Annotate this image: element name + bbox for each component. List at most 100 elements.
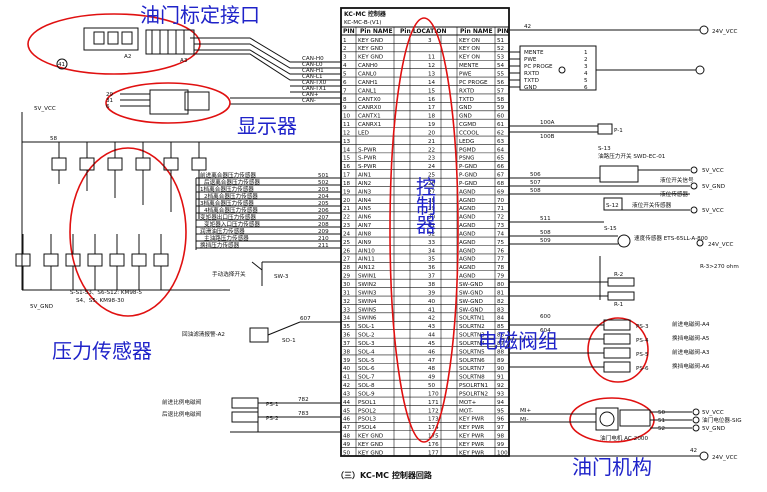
right-pin-name: RXTD bbox=[459, 88, 474, 94]
right-pin-name: SOLRTN1 bbox=[459, 316, 485, 322]
pin-location: 49 bbox=[428, 375, 436, 381]
ps-label: PS-6 bbox=[636, 366, 649, 372]
pin-location: 44 bbox=[428, 333, 436, 339]
right-pin-number: 78 bbox=[497, 265, 505, 271]
right-pin-name: PSNG bbox=[459, 156, 474, 162]
ps-label: PS-3 bbox=[636, 324, 649, 330]
pin-location: 28 bbox=[428, 198, 436, 204]
pin-location: 173 bbox=[428, 417, 439, 423]
solenoid-valve bbox=[603, 347, 631, 359]
right-pin-name: SOLRTN5 bbox=[459, 349, 485, 355]
ps-label: PS-5 bbox=[636, 352, 649, 358]
pin-location: 39 bbox=[428, 290, 436, 296]
sensor-wire-num: 205 bbox=[318, 201, 329, 207]
right-pin-name: P-GND bbox=[459, 164, 477, 170]
s12-desc: 液位开关传感器 bbox=[632, 201, 672, 209]
pin-location: 26 bbox=[428, 181, 436, 187]
s13-gnd: 5V_GND bbox=[702, 184, 725, 190]
mot-label-2: MI- bbox=[520, 417, 529, 423]
right-pin-number: 89 bbox=[497, 358, 505, 364]
sensor-wire-num: 210 bbox=[318, 236, 329, 242]
left-pin-name: S-PWR bbox=[358, 147, 376, 153]
ps-desc: 换挡电磁阀-A5 bbox=[672, 334, 710, 342]
right-pin-number: 71 bbox=[497, 206, 505, 212]
s13-side-1: 液位传感器 bbox=[660, 190, 688, 198]
can-label: CAN-TX1 bbox=[302, 86, 327, 92]
p1-num-b: 100B bbox=[540, 134, 555, 140]
left-pin-name: CANH1 bbox=[358, 80, 378, 86]
left-pin-number: 20 bbox=[343, 198, 351, 204]
left-pin-name: KEY GND bbox=[358, 434, 383, 440]
right-pin-name: MOT+ bbox=[459, 400, 477, 406]
mot-num-3: 52 bbox=[658, 426, 665, 432]
can-label: CAN+ bbox=[302, 92, 319, 98]
sensor-wire-num: 203 bbox=[318, 187, 329, 193]
left-pin-name: SOL-6 bbox=[358, 366, 375, 372]
pin-location: 15 bbox=[428, 88, 436, 94]
r3-label: R-3>270 ohm bbox=[700, 264, 739, 270]
left-pin-name: AIN5 bbox=[358, 206, 372, 212]
right-pin-name: KEY PWR bbox=[459, 450, 484, 456]
serial-pin-name: PC PROGE bbox=[524, 64, 553, 70]
right-pin-number: 96 bbox=[497, 417, 505, 423]
sensor-wire-num: 502 bbox=[318, 180, 329, 186]
solenoid-valve bbox=[603, 319, 631, 331]
left-pin-name: AIN7 bbox=[358, 223, 372, 229]
right-pin-name: LEDG bbox=[459, 139, 474, 145]
right-pin-number: 72 bbox=[497, 215, 504, 221]
mot-right-1: 5V_VCC bbox=[702, 410, 724, 416]
left-pin-name: CANL1 bbox=[358, 88, 377, 94]
right-pin-number: 98 bbox=[497, 434, 505, 440]
right-pin-name: GND bbox=[459, 105, 472, 111]
left-pin-name: CANRX1 bbox=[358, 122, 382, 128]
right-pin-number: 51 bbox=[497, 38, 505, 44]
pin-location: 41 bbox=[428, 307, 436, 313]
left-pin-name: SWIN3 bbox=[358, 290, 377, 296]
pin-location: 22 bbox=[428, 147, 435, 153]
right-pin-name: TXTD bbox=[458, 97, 474, 103]
col-header-pin-left: PIN bbox=[343, 28, 355, 35]
serial-connector bbox=[519, 45, 597, 91]
sensor-range-1: S-S1-S3、S6-S12: KM98-5 bbox=[70, 290, 142, 296]
right-pin-name: KEY ON bbox=[459, 55, 480, 61]
left-pin-number: 16 bbox=[343, 164, 351, 170]
left-pin-name: SOL-1 bbox=[358, 324, 375, 330]
right-pin-number: 60 bbox=[497, 114, 505, 120]
left-pin-name: AIN2 bbox=[358, 181, 371, 187]
s15-num-2: 509 bbox=[540, 238, 551, 244]
display-pin-3: 6 bbox=[106, 104, 110, 110]
right-pin-number: 95 bbox=[497, 408, 505, 414]
left-pin-name: PSOL4 bbox=[358, 425, 376, 431]
sensor-range-2: S4、S5: KM98-30 bbox=[76, 298, 125, 304]
sensor-desc: 2档离合器压力传感器 bbox=[204, 192, 258, 200]
pin-location: 24 bbox=[428, 164, 436, 170]
pin-location: 11 bbox=[428, 55, 436, 61]
left-pin-number: 26 bbox=[343, 248, 351, 254]
mot-label-1: MI+ bbox=[520, 408, 531, 414]
display-pin-2: 31 bbox=[106, 98, 114, 104]
col-header-location: Pin LOCATION bbox=[400, 28, 447, 35]
left-pin-number: 39 bbox=[343, 358, 351, 364]
left-pin-number: 17 bbox=[343, 173, 351, 179]
ps2-num: 783 bbox=[298, 411, 309, 417]
s13-label: S-13 bbox=[598, 146, 611, 152]
ps-desc: 前进电磁阀-A4 bbox=[672, 320, 710, 328]
sensor-wire-num: 501 bbox=[318, 173, 329, 179]
so1-sensor: 回油滤清报警-A2 607 SO-1 bbox=[182, 316, 341, 344]
pressure-sensor-box bbox=[131, 253, 147, 267]
ps1-ps2-valves: 前进比例电磁阀 后退比例电磁阀 PS-1 PS-2 782 783 bbox=[162, 397, 341, 433]
left-pin-number: 14 bbox=[343, 147, 351, 153]
right-pin-number: 73 bbox=[497, 223, 505, 229]
right-pin-number: 85 bbox=[497, 324, 505, 330]
left-pin-number: 6 bbox=[343, 80, 347, 86]
right-pin-name: AGND bbox=[459, 189, 476, 195]
col-header-name-right: Pin NAME bbox=[460, 28, 493, 35]
left-pin-name: AIN11 bbox=[358, 257, 375, 263]
pin-location: 31 bbox=[428, 223, 436, 229]
ps-desc: 换挡电磁阀-A6 bbox=[672, 362, 710, 370]
left-pin-name: SOL-4 bbox=[358, 349, 375, 355]
so1-num: 607 bbox=[300, 316, 311, 322]
can-label: CAN- bbox=[302, 98, 316, 104]
sensor-wire-num: 208 bbox=[318, 222, 329, 228]
right-pin-number: 63 bbox=[497, 139, 505, 145]
